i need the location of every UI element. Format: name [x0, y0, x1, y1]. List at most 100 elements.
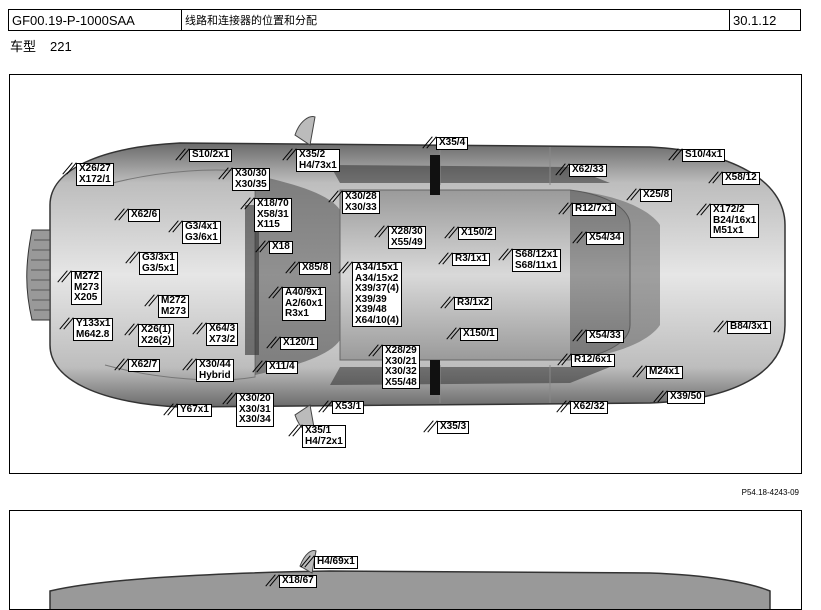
- connector-code: X172/1: [79, 173, 111, 185]
- cut-mark-icon: [558, 203, 572, 215]
- cut-mark-icon: [268, 287, 282, 299]
- connector-label-x25-8: X25/8: [626, 189, 673, 202]
- cut-mark-icon: [626, 189, 640, 201]
- connector-code: S68/11x1: [515, 259, 558, 271]
- cut-mark-icon: [163, 404, 177, 416]
- cut-mark-icon: [653, 391, 667, 403]
- connector-code: G3/3x1: [142, 252, 175, 263]
- cut-mark-icon: [240, 198, 254, 210]
- connector-label-s10-4x1: S10/4x1: [668, 149, 726, 162]
- cut-mark-icon: [114, 209, 128, 221]
- cut-mark-icon: [266, 337, 280, 349]
- document-title: 线路和连接器的位置和分配: [182, 10, 730, 30]
- connector-code: X35/3: [440, 421, 467, 432]
- connector-code-box: B84/3x1: [727, 321, 771, 334]
- connector-label-x85-8: X85/8: [285, 262, 332, 275]
- cut-mark-icon: [498, 249, 512, 261]
- connector-code: X18/67: [282, 575, 314, 586]
- connector-code: X28/30: [391, 226, 423, 237]
- connector-code: X73/2: [209, 333, 236, 345]
- connector-code-box: X35/4: [436, 137, 469, 150]
- cut-mark-icon: [374, 226, 388, 238]
- cut-mark-icon: [572, 232, 586, 244]
- connector-code-box: X120/1: [280, 337, 318, 350]
- cut-mark-icon: [368, 345, 382, 357]
- connector-code-box: X53/1: [332, 401, 365, 414]
- cut-mark-icon: [168, 221, 182, 233]
- connector-code: X30/44: [199, 359, 231, 370]
- connector-code: X30/35: [235, 178, 267, 190]
- cut-mark-icon: [182, 359, 196, 371]
- connector-label-x62-7: X62/7: [114, 359, 161, 372]
- connector-code: R12/6x1: [574, 354, 612, 365]
- cut-mark-icon: [282, 149, 296, 161]
- connector-code: X39/37(4): [355, 283, 399, 294]
- cut-mark-icon: [62, 163, 76, 175]
- cut-mark-icon: [218, 168, 232, 180]
- connector-code: X64/10(4): [355, 314, 399, 326]
- cut-mark-icon: [423, 421, 437, 433]
- cut-mark-icon: [125, 252, 139, 264]
- connector-label-x58-12: X58/12: [708, 172, 760, 185]
- connector-code: A34/15x1: [355, 262, 399, 273]
- cut-mark-icon: [556, 401, 570, 413]
- connector-code: H4/69x1: [317, 556, 355, 567]
- connector-label-s10-2x1: S10/2x1: [175, 149, 233, 162]
- connector-code-box: X26(1)X26(2): [138, 324, 175, 347]
- connector-code: X150/1: [463, 328, 495, 339]
- model-label: 车型: [10, 39, 37, 54]
- connector-code: X55/48: [385, 376, 417, 388]
- connector-code: M51x1: [713, 225, 744, 236]
- connector-label-r12-6x1: R12/6x1: [557, 354, 615, 367]
- connector-code: X18: [272, 241, 290, 252]
- cut-mark-icon: [572, 330, 586, 342]
- figure-reference: P54.18-4243-09: [741, 488, 799, 497]
- connector-code-box: X150/1: [460, 328, 498, 341]
- cut-mark-icon: [252, 361, 266, 373]
- connector-code-box: X35/3: [437, 421, 470, 434]
- connector-code: Y67x1: [180, 404, 209, 415]
- connector-label-x53-1: X53/1: [318, 401, 365, 414]
- connector-code: X62/6: [131, 209, 158, 220]
- document-header: GF00.19-P-1000SAA 线路和连接器的位置和分配 30.1.12: [8, 9, 801, 31]
- connector-code: B84/3x1: [730, 321, 768, 332]
- connector-code-box: X18/67: [279, 575, 317, 588]
- connector-code: X30/30: [235, 168, 267, 179]
- connector-code: X54/33: [589, 330, 621, 341]
- connector-code: X39/48: [355, 304, 387, 315]
- connector-code: X58/12: [725, 172, 757, 183]
- connector-code: X30/34: [239, 414, 271, 425]
- connector-label-x18-67: X18/67: [265, 575, 317, 588]
- connector-code: X85/8: [302, 262, 329, 273]
- connector-code: M272: [161, 295, 187, 306]
- connector-code: M273: [74, 281, 100, 293]
- connector-code: X30/20: [239, 393, 271, 404]
- cut-mark-icon: [438, 253, 452, 265]
- connector-code: X205: [74, 292, 98, 303]
- cut-mark-icon: [300, 556, 314, 568]
- connector-code: X172/2: [713, 204, 745, 215]
- cut-mark-icon: [192, 323, 206, 335]
